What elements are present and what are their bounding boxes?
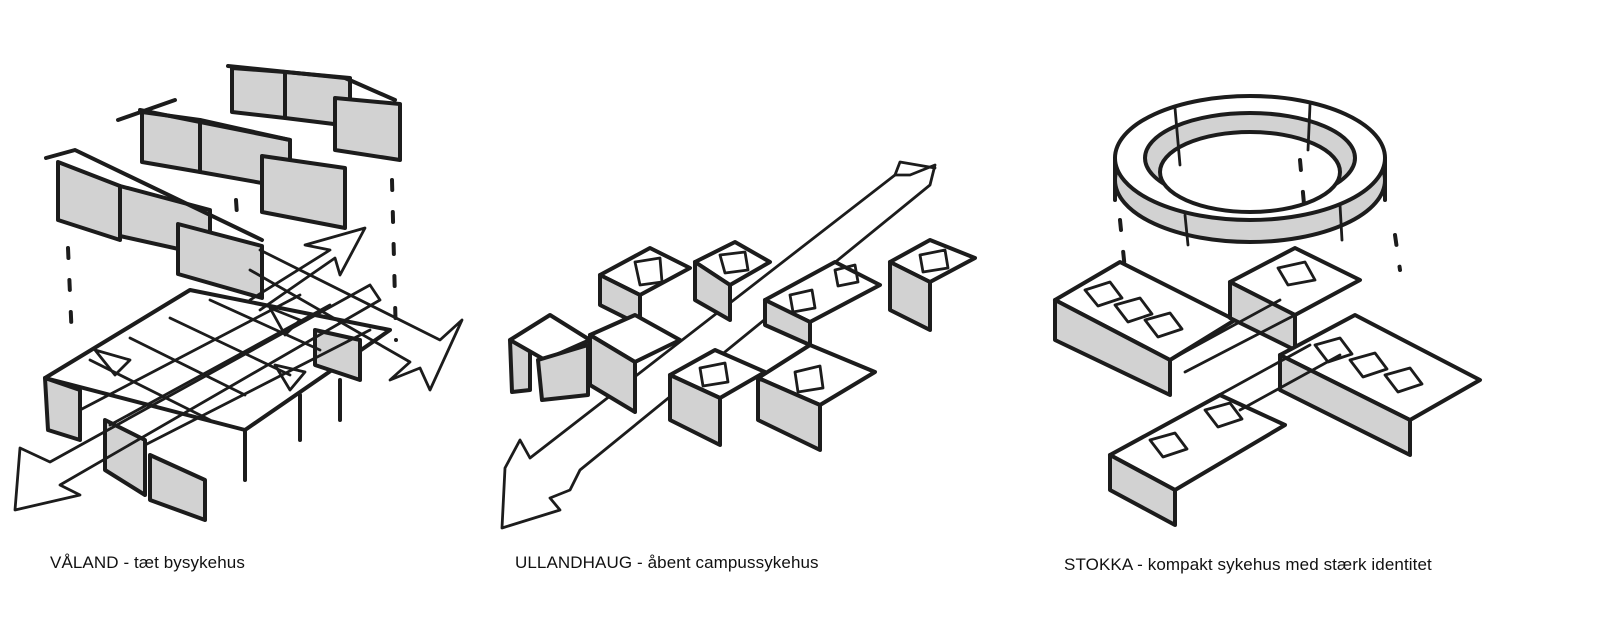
panel-stokka: STOKKA - kompakt sykehus med stærk ident… [1010,0,1600,640]
ullandhaug-block-1 [508,313,592,402]
caption-ullandhaug: ULLANDHAUG - åbent campussykehus [515,553,819,572]
stokka-cross-base [1053,246,1482,527]
valand-upper-row-3 [226,64,402,162]
ullandhaug-block-7 [668,348,767,447]
valand-arrows [13,226,464,512]
ullandhaug-block-4 [588,313,682,414]
ullandhaug-sketch [500,160,977,530]
caption-stokka: STOKKA - kompakt sykehus med stærk ident… [1064,555,1432,574]
ullandhaug-block-3 [693,240,772,322]
ullandhaug-block-6 [888,238,977,332]
caption-valand: VÅLAND - tæt bysykehus [50,553,245,572]
stokka-sketch [1053,94,1482,527]
valand-upper-row-1 [44,148,264,300]
ullandhaug-spine-arrow [500,160,937,530]
ullandhaug-block-8 [756,343,877,452]
ullandhaug-block-2 [598,246,692,327]
panel-valand: VÅLAND - tæt bysykehus [0,0,490,640]
ullandhaug-block-5 [763,260,882,347]
valand-sketch [13,64,464,522]
valand-upper-row-2 [116,98,347,230]
stokka-ring-building [1113,94,1387,247]
panel-ullandhaug: ULLANDHAUG - åbent campussykehus [490,0,1010,640]
valand-base-grid [43,288,392,522]
